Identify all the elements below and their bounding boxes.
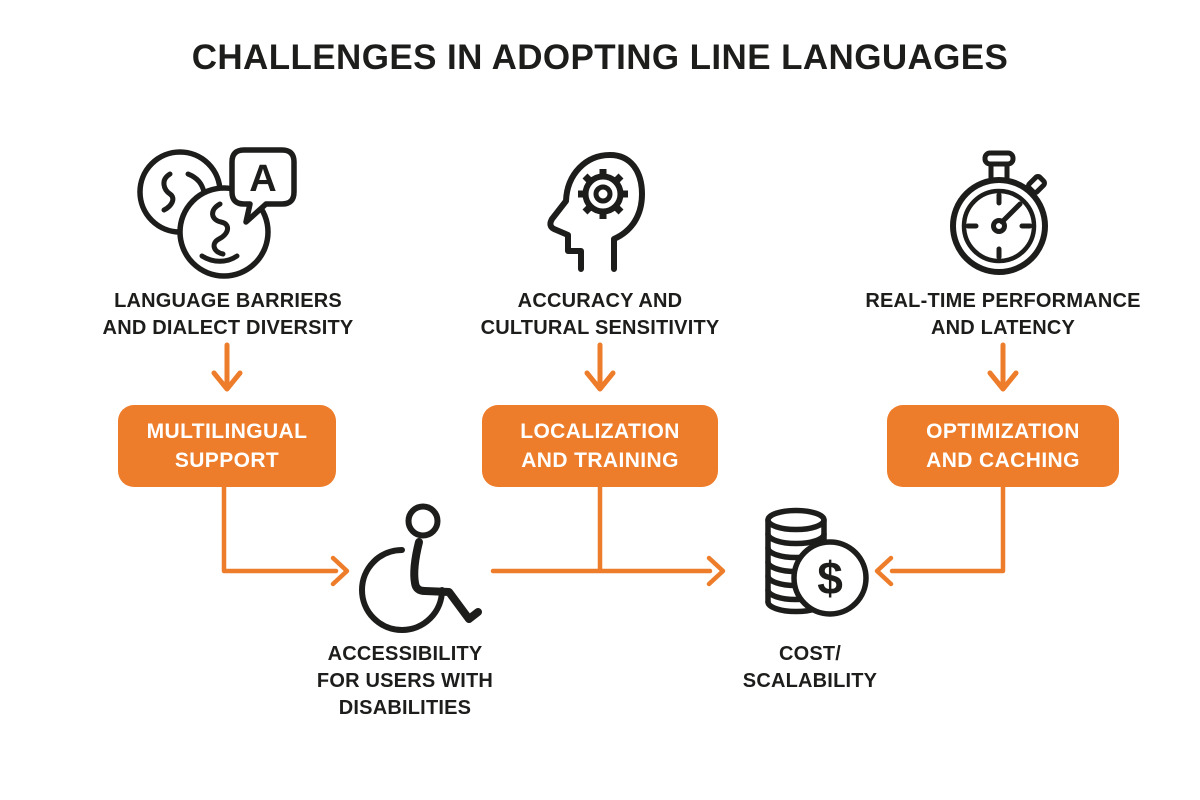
arrowhead-right-icon — [706, 555, 726, 587]
coins-dollar-icon: $ — [765, 507, 869, 617]
gear-icon — [582, 173, 624, 215]
head-gear-icon — [547, 152, 645, 272]
challenge-label-performance: REAL-TIME PERFORMANCE AND LATENCY — [843, 288, 1163, 342]
language-circles-icon: A — [137, 147, 297, 279]
bubble-letter: A — [249, 158, 276, 200]
page-title: CHALLENGES IN ADOPTING LINE LANGUAGES — [191, 38, 1009, 77]
solution-box-localization-training: LOCALIZATION AND TRAINING — [482, 405, 718, 487]
arrow-down-icon — [211, 342, 243, 392]
solution-box-optimization-caching: OPTIMIZATION AND CACHING — [887, 405, 1119, 487]
arrowhead-right-icon — [330, 555, 350, 587]
label-line: SCALABILITY — [742, 670, 878, 692]
label-line: DISABILITIES — [338, 697, 472, 719]
label-line: ACCURACY AND — [517, 290, 683, 312]
challenge-label-language-barriers: LANGUAGE BARRIERS AND DIALECT DIVERSITY — [68, 288, 388, 342]
connector-right-elbow — [889, 484, 1006, 574]
arrow-down-icon — [584, 342, 616, 392]
connector-left-elbow — [221, 484, 339, 574]
box-line: AND TRAINING — [521, 449, 679, 472]
box-line: LOCALIZATION — [520, 420, 680, 443]
stopwatch-icon — [950, 150, 1048, 275]
label-line: REAL-TIME PERFORMANCE — [865, 290, 1141, 312]
label-line: COST/ — [778, 643, 842, 665]
label-line: AND DIALECT DIVERSITY — [102, 317, 354, 339]
label-line: AND LATENCY — [930, 317, 1076, 339]
label-line: ACCESSIBILITY — [327, 643, 483, 665]
label-line: LANGUAGE BARRIERS — [114, 290, 342, 312]
arrowhead-left-icon — [874, 555, 894, 587]
box-line: MULTILINGUAL — [146, 420, 308, 443]
challenge-label-accuracy: ACCURACY AND CULTURAL SENSITIVITY — [440, 288, 760, 342]
arrow-down-icon — [987, 342, 1019, 392]
speech-bubble-icon — [229, 147, 297, 225]
outcome-label-accessibility: ACCESSIBILITY FOR USERS WITH DISABILITIE… — [245, 641, 565, 722]
box-line: AND CACHING — [926, 449, 1080, 472]
box-line: SUPPORT — [174, 449, 280, 472]
box-line: OPTIMIZATION — [926, 420, 1080, 443]
outcome-label-cost-scalability: COST/ SCALABILITY — [650, 641, 970, 695]
wheelchair-icon — [359, 503, 482, 633]
label-line: CULTURAL SENSITIVITY — [480, 317, 720, 339]
dollar-sign: $ — [817, 552, 843, 604]
solution-box-multilingual-support: MULTILINGUAL SUPPORT — [118, 405, 336, 487]
label-line: FOR USERS WITH — [316, 670, 494, 692]
